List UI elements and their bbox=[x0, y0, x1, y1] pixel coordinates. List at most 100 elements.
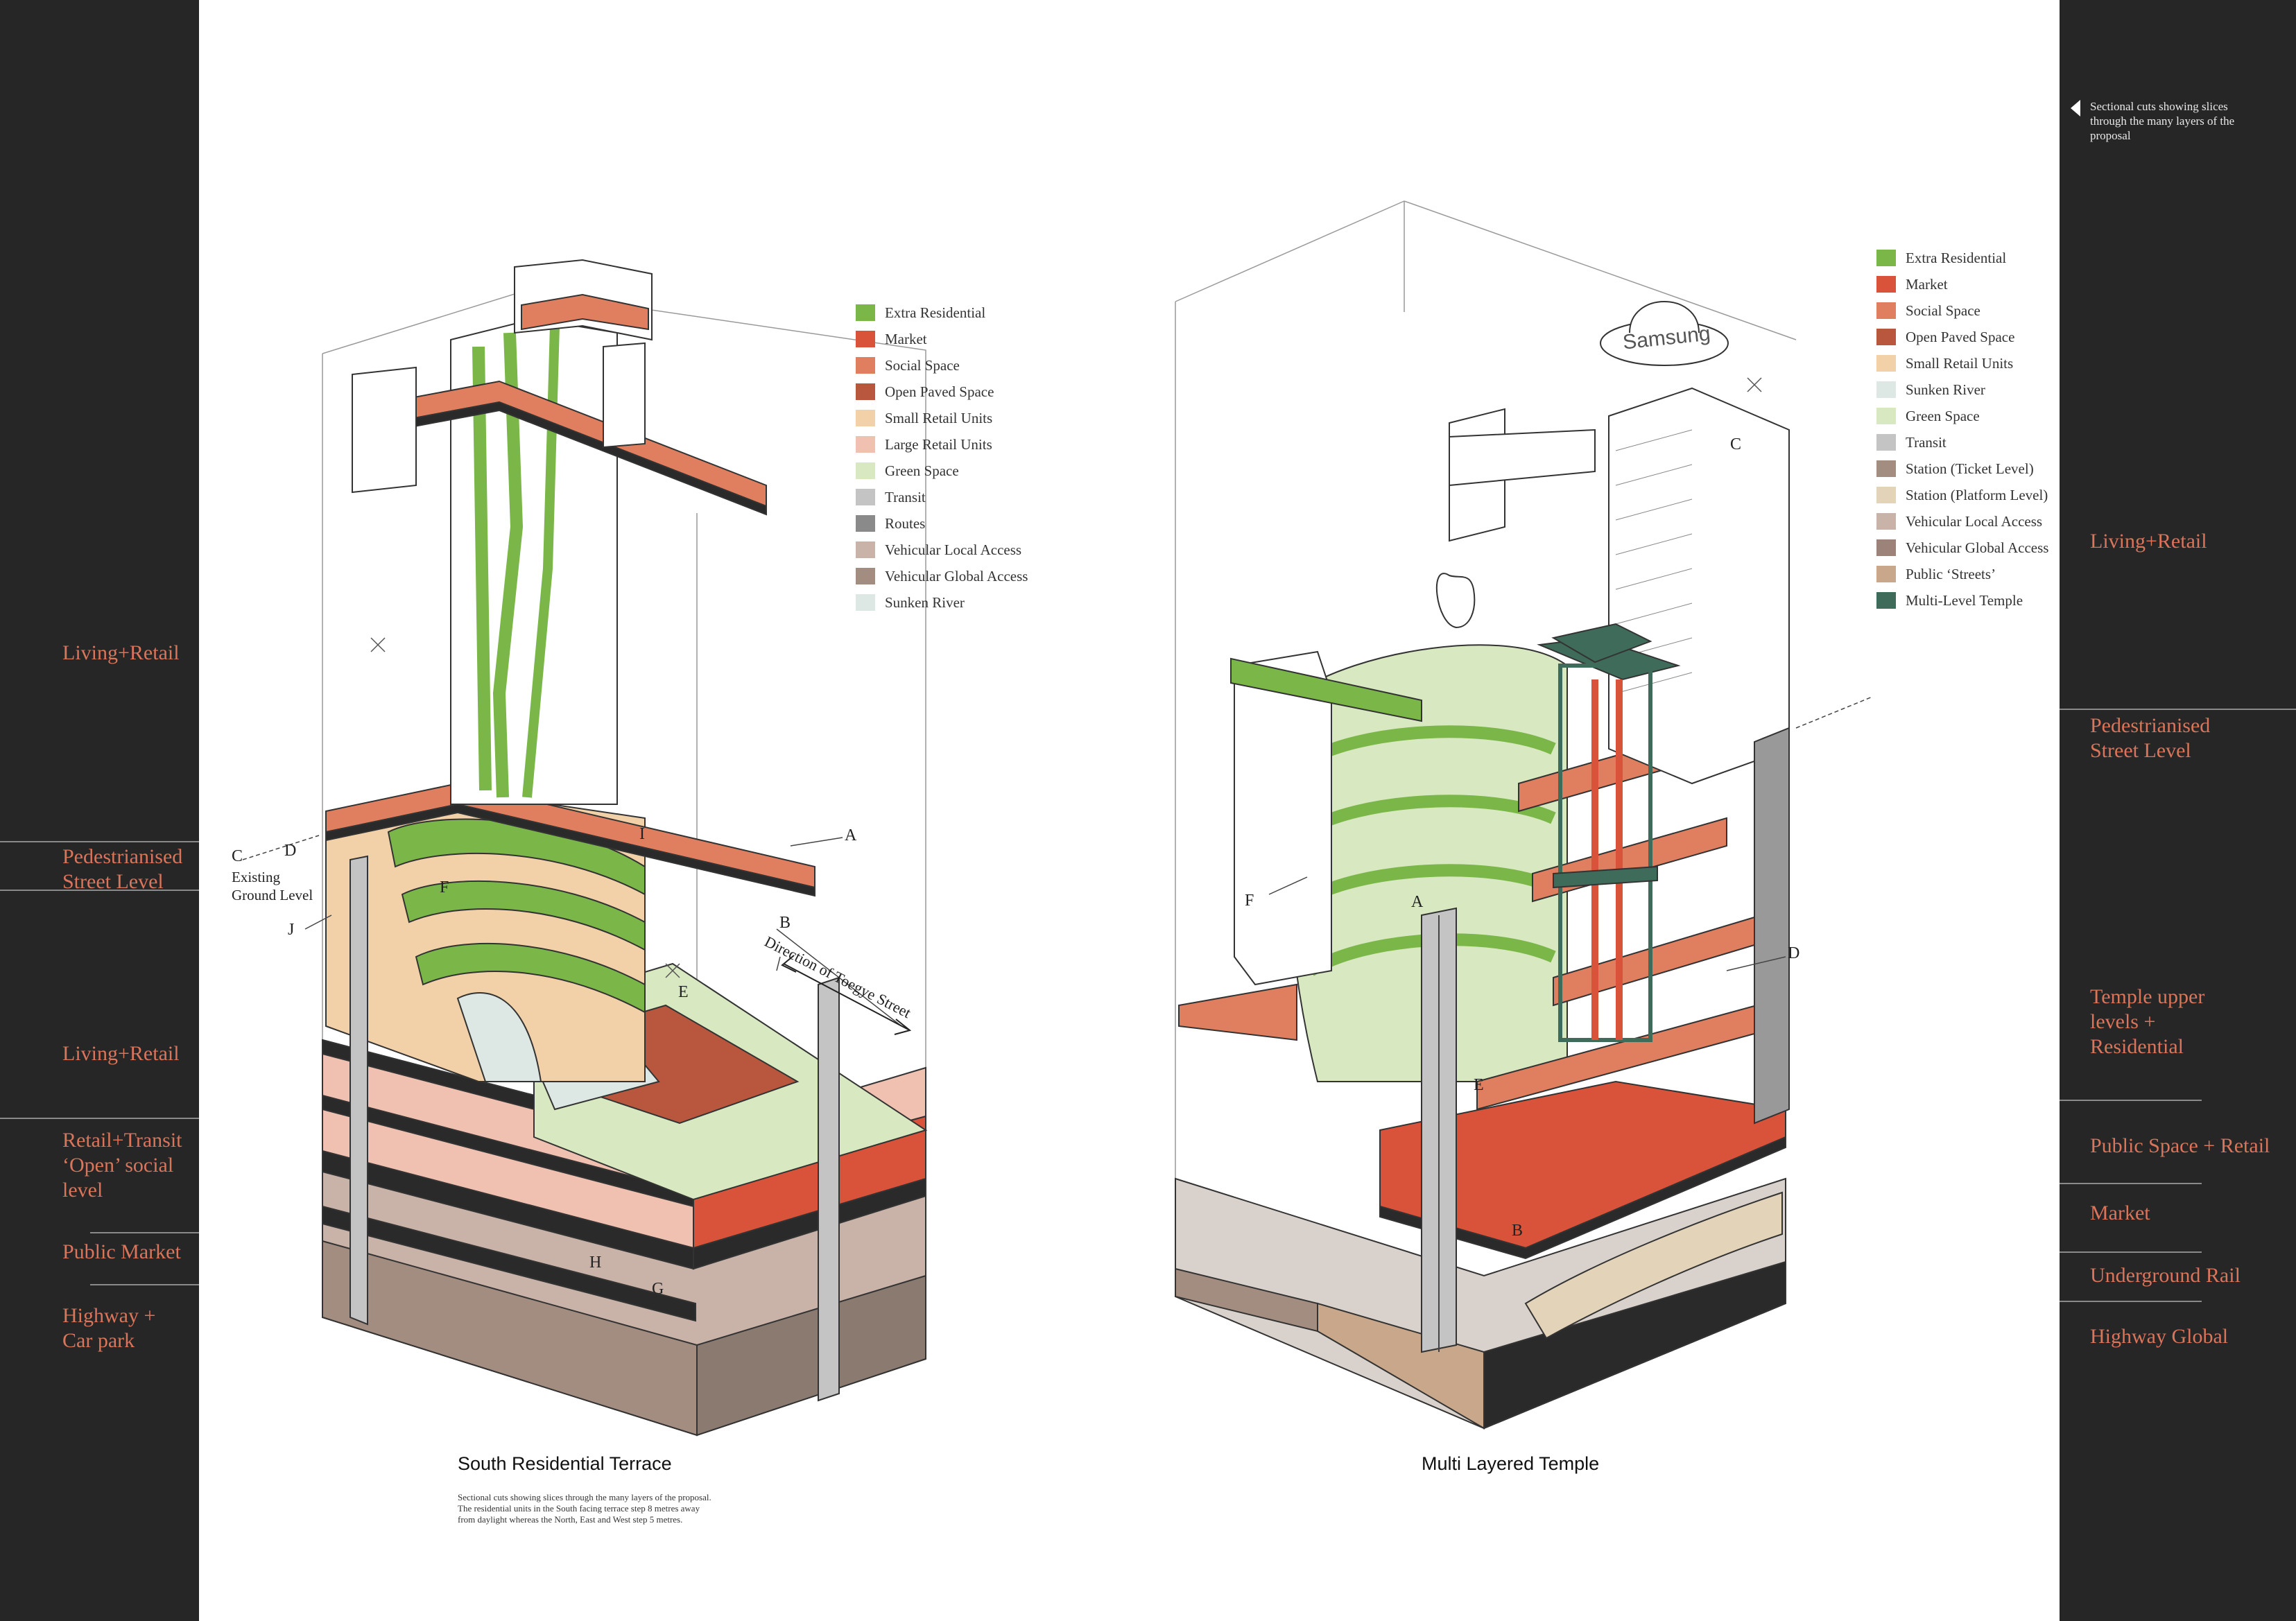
legend-swatch bbox=[856, 462, 875, 479]
left-label-retail-transit: Retail+Transit ‘Open’ social level bbox=[62, 1129, 182, 1202]
legend-label: Large Retail Units bbox=[885, 435, 992, 453]
right-label-temple-upper: Temple upper levels + Residential bbox=[2090, 985, 2205, 1058]
legend-label: Social Space bbox=[885, 356, 960, 374]
legend-item: Transit bbox=[1876, 429, 2048, 456]
legend-item: Open Paved Space bbox=[856, 379, 1028, 405]
legend-swatch bbox=[1876, 592, 1896, 609]
legend-item: Market bbox=[856, 326, 1028, 352]
right-side-panel: Sectional cuts showing slices through th… bbox=[2060, 0, 2296, 1621]
right-label-D: D bbox=[1788, 944, 1800, 962]
left-label-highway: Highway + Car park bbox=[62, 1304, 156, 1352]
legend-swatch bbox=[1876, 355, 1896, 372]
right-label-living-retail: Living+Retail bbox=[2090, 530, 2207, 553]
legend-label: Sunken River bbox=[1906, 381, 1985, 398]
legend-label: Vehicular Local Access bbox=[1906, 512, 2043, 530]
left-building-model bbox=[322, 259, 928, 1437]
left-caption: South Residential Terrace bbox=[458, 1453, 672, 1474]
compass-marks-icon bbox=[370, 377, 1762, 978]
legend-swatch bbox=[1876, 276, 1896, 293]
right-divider bbox=[2060, 1301, 2202, 1302]
pointer-triangle-icon bbox=[2071, 100, 2080, 116]
legend-swatch bbox=[856, 541, 875, 558]
legend-swatch bbox=[1876, 408, 1896, 424]
legend-label: Routes bbox=[885, 514, 926, 532]
left-label-A: A bbox=[845, 826, 857, 844]
left-label-C: C bbox=[232, 847, 243, 865]
legend-swatch bbox=[856, 594, 875, 611]
left-label-living-retail-top: Living+Retail bbox=[62, 641, 180, 664]
legend-swatch bbox=[856, 357, 875, 374]
legend-label: Green Space bbox=[1906, 407, 1980, 424]
left-leader-lines bbox=[242, 835, 912, 1035]
right-label-market: Market bbox=[2090, 1202, 2150, 1224]
legend-item: Station (Platform Level) bbox=[1876, 482, 2048, 508]
right-label-F: F bbox=[1245, 892, 1254, 910]
legend-item: Extra Residential bbox=[856, 300, 1028, 326]
left-label-F: F bbox=[440, 878, 449, 896]
legend-label: Station (Platform Level) bbox=[1906, 486, 2048, 503]
legend-item: Extra Residential bbox=[1876, 245, 2048, 271]
right-label-underground-rail: Underground Rail bbox=[2090, 1264, 2241, 1287]
legend-label: Extra Residential bbox=[885, 304, 986, 321]
right-building-model bbox=[1175, 200, 1797, 1430]
legend-swatch bbox=[856, 515, 875, 532]
right-label-E: E bbox=[1474, 1076, 1484, 1094]
legend-item: Social Space bbox=[856, 352, 1028, 379]
legend-swatch bbox=[1876, 434, 1896, 451]
legend-item: Routes bbox=[856, 510, 1028, 537]
left-label-G: G bbox=[652, 1280, 664, 1298]
legend-label: Green Space bbox=[885, 462, 959, 479]
left-label-E-upper: E bbox=[678, 983, 689, 1001]
legend-label: Market bbox=[1906, 275, 1948, 293]
legend-swatch bbox=[1876, 460, 1896, 477]
legend-swatch bbox=[856, 304, 875, 321]
legend-item: Sunken River bbox=[1876, 376, 2048, 403]
left-label-I: I bbox=[639, 825, 645, 843]
right-label-A: A bbox=[1411, 893, 1424, 911]
right-divider bbox=[2060, 709, 2296, 710]
right-divider bbox=[2060, 1100, 2202, 1101]
right-label-C: C bbox=[1730, 435, 1742, 453]
right-label-pedestrianised: Pedestrianised Street Level bbox=[2090, 714, 2211, 762]
left-divider bbox=[0, 841, 199, 842]
legend-swatch bbox=[856, 436, 875, 453]
left-label-B: B bbox=[779, 914, 791, 932]
legend-label: Vehicular Local Access bbox=[885, 541, 1022, 558]
legend-label: Sunken River bbox=[885, 593, 965, 611]
legend-item: Vehicular Global Access bbox=[1876, 535, 2048, 561]
left-label-living-retail-mid: Living+Retail bbox=[62, 1042, 180, 1065]
legend-label: Vehicular Global Access bbox=[1906, 539, 2049, 556]
right-note: Sectional cuts showing slices through th… bbox=[2090, 100, 2235, 142]
legend-swatch bbox=[1876, 329, 1896, 345]
legend-swatch bbox=[1876, 302, 1896, 319]
legend-item: Open Paved Space bbox=[1876, 324, 2048, 350]
legend-item: Public ‘Streets’ bbox=[1876, 561, 2048, 587]
left-label-H: H bbox=[589, 1254, 602, 1272]
legend-item: Large Retail Units bbox=[856, 431, 1028, 458]
right-label-highway-global: Highway Global bbox=[2090, 1325, 2229, 1348]
legend-swatch bbox=[856, 383, 875, 400]
left-side-panel: Living+Retail Pedestrianised Street Leve… bbox=[0, 0, 199, 1621]
legend-item: Vehicular Local Access bbox=[856, 537, 1028, 563]
legend-item: Green Space bbox=[856, 458, 1028, 484]
legend-swatch bbox=[856, 331, 875, 347]
legend-item: Social Space bbox=[1876, 297, 2048, 324]
legend-item: Multi-Level Temple bbox=[1876, 587, 2048, 614]
legend-swatch bbox=[856, 410, 875, 426]
legend-swatch bbox=[1876, 566, 1896, 582]
legend-label: Multi-Level Temple bbox=[1906, 591, 2023, 609]
legend-swatch bbox=[1876, 539, 1896, 556]
legend-item: Vehicular Global Access bbox=[856, 563, 1028, 589]
legend-label: Extra Residential bbox=[1906, 249, 2007, 266]
right-leader-lines bbox=[1268, 696, 1873, 971]
legend-item: Green Space bbox=[1876, 403, 2048, 429]
left-divider bbox=[0, 890, 199, 891]
legend-item: Station (Ticket Level) bbox=[1876, 456, 2048, 482]
legend-swatch bbox=[1876, 487, 1896, 503]
left-divider bbox=[90, 1284, 199, 1285]
legend-item: Market bbox=[1876, 271, 2048, 297]
left-label-pedestrianised: Pedestrianised Street Level bbox=[62, 845, 183, 893]
